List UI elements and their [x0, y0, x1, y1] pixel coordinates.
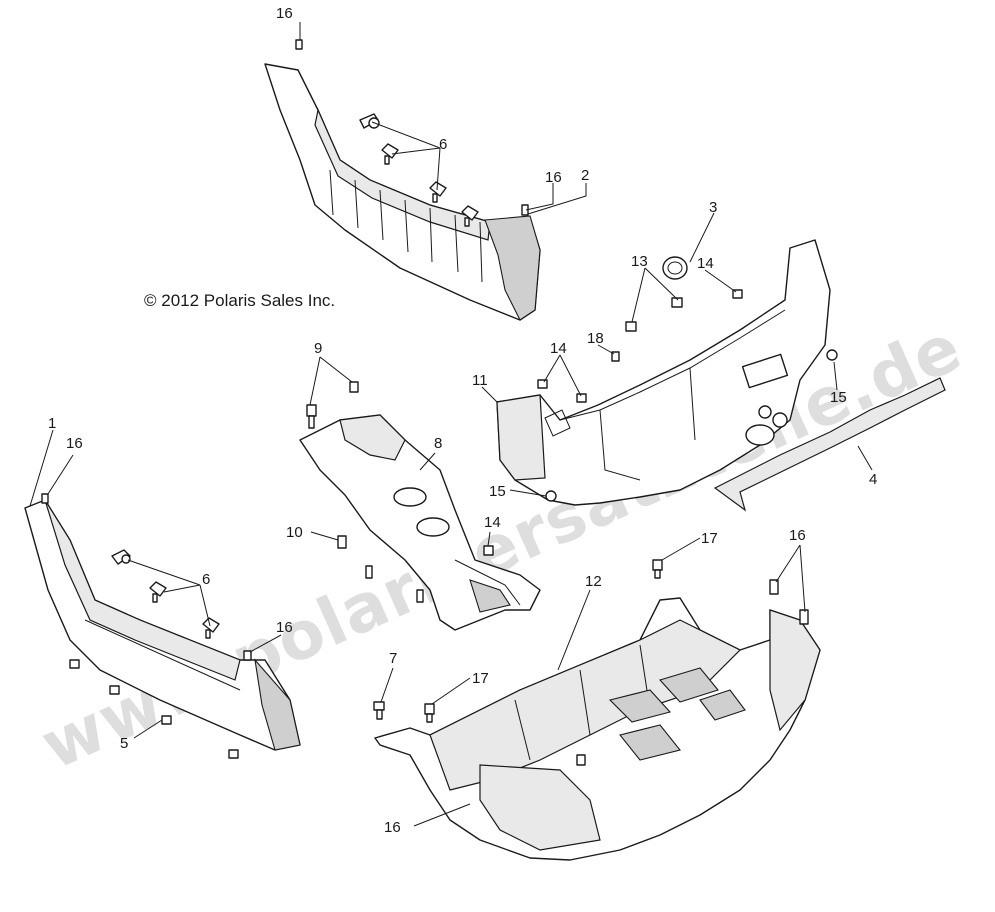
part-3-clamp [662, 256, 688, 280]
console-bolts-lower [365, 565, 424, 603]
part-14-bolts-panel [537, 289, 743, 403]
callout-10: 10 [286, 524, 303, 541]
leader-lines [29, 22, 873, 827]
part-16-clip-lower-left [41, 493, 252, 661]
callout-17: 17 [472, 670, 489, 687]
callout-14: 14 [697, 255, 714, 272]
part-14-bolt-console [483, 545, 494, 556]
callout-11: 11 [472, 372, 488, 389]
callout-17: 17 [701, 530, 718, 547]
callout-8: 8 [434, 435, 442, 452]
callout-15: 15 [830, 389, 847, 406]
callout-16: 16 [384, 819, 401, 836]
part-6-push-rivets-lower [111, 549, 220, 639]
callout-4: 4 [869, 471, 877, 488]
callout-16: 16 [789, 527, 806, 544]
callout-13: 13 [631, 253, 648, 270]
copyright-text: © 2012 Polaris Sales Inc. [144, 291, 335, 310]
part-9-bolts [306, 381, 359, 429]
callout-7: 7 [389, 650, 397, 667]
part-17-bolt-right [652, 559, 663, 579]
callout-16: 16 [545, 169, 562, 186]
part-10-bolt [337, 535, 347, 549]
part-12-floor-tub [374, 597, 821, 861]
callout-2: 2 [581, 167, 589, 184]
part-7-bolt [373, 701, 385, 720]
part-11-rear-panel [496, 239, 831, 506]
part-2-upper-rocker-panel [264, 63, 541, 321]
callout-14: 14 [550, 340, 567, 357]
callout-labels: 16 2 16 6 3 13 14 18 14 11 15 15 4 9 8 1… [48, 5, 877, 836]
part-18-screw [611, 351, 620, 362]
part-13-fasteners [625, 297, 683, 332]
callout-3: 3 [709, 199, 717, 216]
callout-6: 6 [202, 571, 210, 588]
part-1-lower-rocker-panel [24, 499, 301, 751]
part-16-clips-right [769, 579, 809, 625]
part-16-clip-top [295, 39, 303, 50]
callout-18: 18 [587, 330, 604, 347]
callout-15: 15 [489, 483, 506, 500]
part-8-center-console [299, 414, 541, 631]
callout-5: 5 [120, 735, 128, 752]
part-17-bolt-left [424, 703, 435, 723]
callout-16: 16 [66, 435, 83, 452]
callout-12: 12 [585, 573, 602, 590]
callout-14: 14 [484, 514, 501, 531]
part-15-fasteners [545, 349, 838, 502]
callout-9: 9 [314, 340, 322, 357]
callout-6: 6 [439, 136, 447, 153]
part-5-bolts [69, 659, 239, 759]
part-4-seal-strip [713, 377, 946, 512]
callout-16: 16 [276, 619, 293, 636]
callout-1: 1 [48, 415, 56, 432]
callout-16: 16 [276, 5, 293, 22]
